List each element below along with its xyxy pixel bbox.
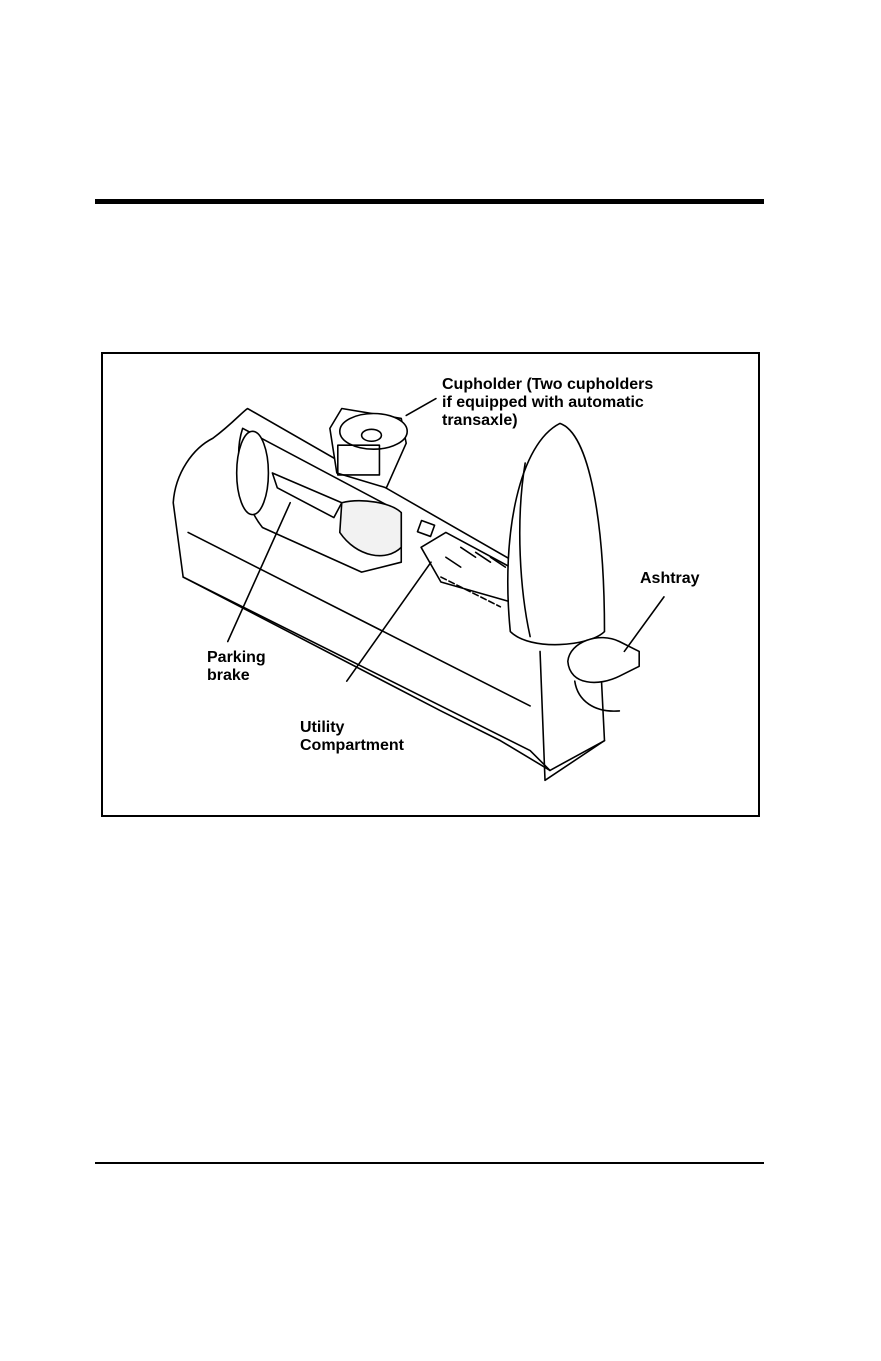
cupholder-label: Cupholder (Two cupholders if equipped wi… (442, 376, 653, 430)
cupholder-ring (340, 413, 407, 449)
console-figure: Cupholder (Two cupholders if equipped wi… (101, 352, 760, 817)
top-rule (95, 199, 764, 204)
ashtray-label: Ashtray (640, 570, 700, 588)
bottom-rule (95, 1162, 764, 1164)
armrest (508, 423, 605, 644)
utility-compartment-label: Utility Compartment (300, 719, 404, 755)
cupholder-leader (406, 399, 436, 416)
tray-end-oval (237, 431, 269, 514)
ashtray (568, 638, 639, 683)
parking-brake-label: Parking brake (207, 649, 266, 685)
ashtray-leader (624, 597, 664, 652)
